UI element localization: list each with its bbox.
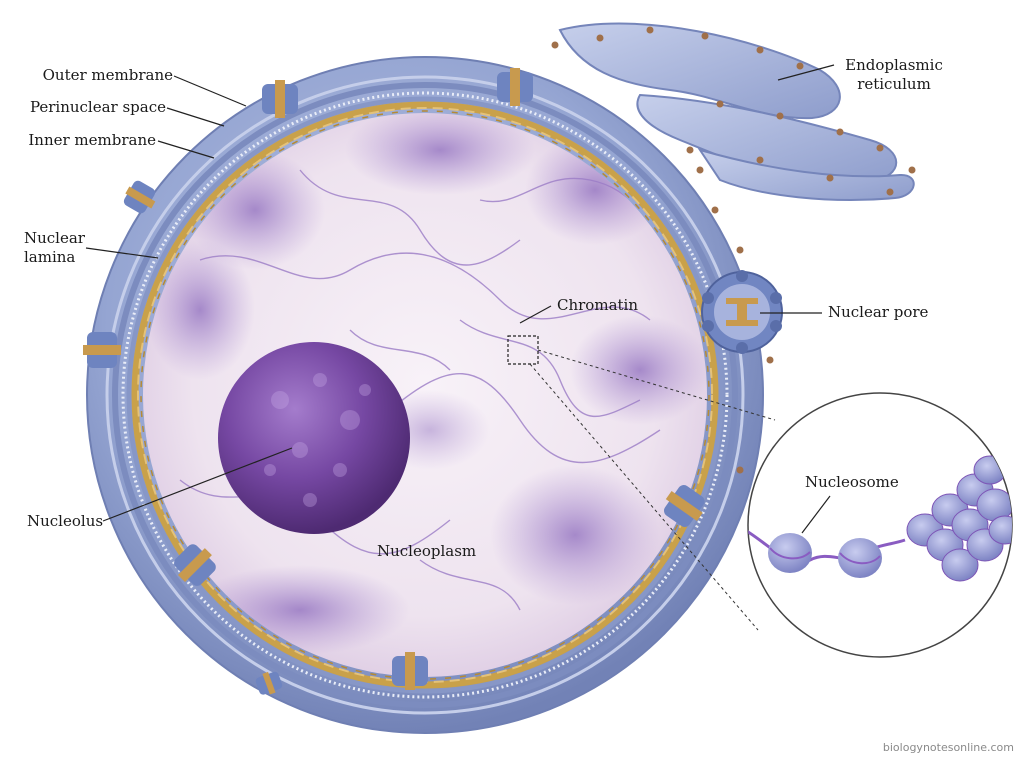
nucleolus-shape [218,342,410,534]
label-nuclear-lamina-line1: Nuclear [24,229,85,247]
label-nucleosome: Nucleosome [805,473,899,491]
credit-watermark: biologynotesonline.com [882,741,1014,754]
endoplasmic-reticulum-shape [551,22,916,201]
label-er-line1: Endoplasmic [845,56,943,74]
label-perinuclear-space: Perinuclear space [29,98,166,116]
label-inner-membrane: Inner membrane [28,131,156,149]
label-nuclear-lamina-line2: lamina [24,248,76,266]
nucleoplasm-shape [143,113,707,677]
label-nucleolus: Nucleolus [27,512,104,530]
label-er-line2: reticulum [857,75,931,93]
nucleosome-zoom-circle [747,392,1013,658]
nuclear-pores [83,68,783,695]
chromatin-zoom-box [507,335,776,631]
label-nuclear-pore: Nuclear pore [828,303,929,321]
label-endoplasmic-reticulum: Endoplasmic reticulum [836,56,952,94]
label-outer-membrane: Outer membrane [42,66,173,84]
label-nuclear-lamina: Nuclear lamina [24,229,85,267]
label-chromatin: Chromatin [557,296,638,314]
label-nucleoplasm: Nucleoplasm [377,542,477,560]
leader-lines [85,64,835,534]
